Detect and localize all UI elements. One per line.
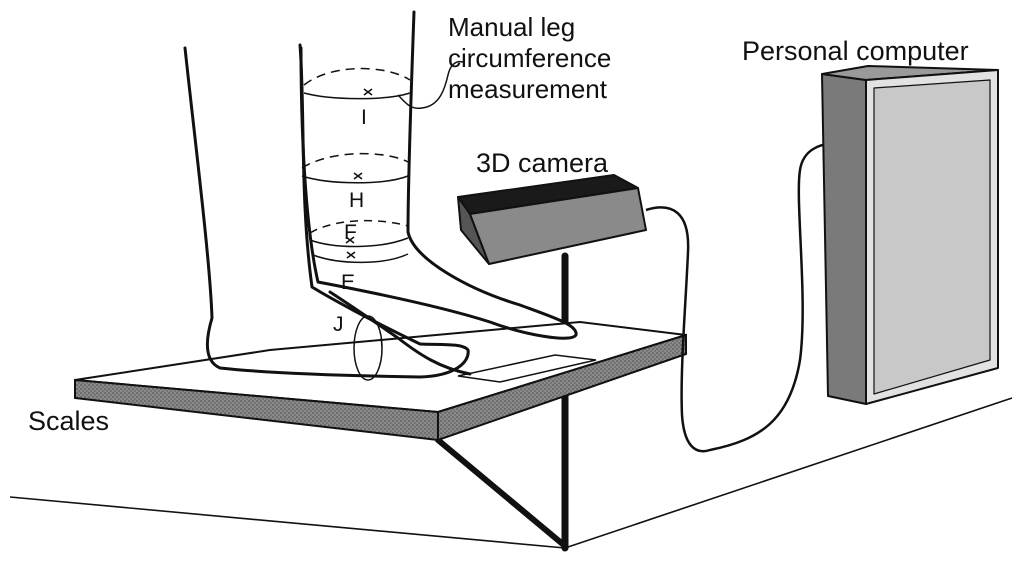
- manual-label-line-1: Manual leg: [448, 12, 576, 42]
- manual-measurement-label: Manual leg circumference measurement: [448, 12, 611, 106]
- manual-label-line-3: measurement: [448, 74, 607, 105]
- computer: [821, 65, 999, 405]
- measurement-rings: [301, 67, 411, 381]
- level-H-label: H: [349, 189, 365, 212]
- personal-computer-label: Personal computer: [742, 36, 969, 66]
- level-I-label: I: [361, 106, 367, 129]
- level-J-label: J: [333, 313, 344, 336]
- manual-label-line-2: circumference: [448, 43, 612, 74]
- level-F-label: F: [344, 221, 357, 244]
- scales-platform: [74, 320, 687, 442]
- camera-label: 3D camera: [476, 148, 609, 178]
- tape-leader-line: [397, 60, 464, 110]
- level-E-label: E: [341, 271, 356, 294]
- camera: [457, 174, 647, 265]
- cable: [645, 142, 836, 453]
- floor: [9, 397, 1013, 549]
- legs: [183, 10, 578, 379]
- scales-label: Scales: [28, 406, 110, 436]
- scales-stand: [435, 252, 569, 552]
